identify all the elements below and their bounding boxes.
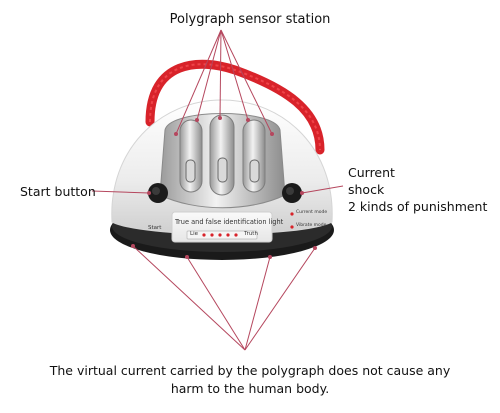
label-current-line1: Current bbox=[348, 165, 395, 180]
label-safety-note: The virtual current carried by the polyg… bbox=[49, 363, 451, 396]
led-3 bbox=[218, 233, 222, 237]
label-start-button: Start button bbox=[20, 184, 96, 199]
callout-lines-top bbox=[175, 29, 273, 135]
led-2 bbox=[210, 233, 214, 237]
led-4 bbox=[226, 233, 230, 237]
callout-start bbox=[91, 190, 150, 194]
callout-current bbox=[301, 185, 344, 194]
panel-mode-current: Current mode bbox=[296, 210, 328, 215]
panel-truth: Truth bbox=[244, 231, 258, 237]
label-current-line2: shock bbox=[348, 182, 385, 197]
label-sensor-station: Polygraph sensor station bbox=[169, 12, 331, 27]
panel-lie: Lie bbox=[190, 231, 198, 237]
panel-mode-vibrate: Vibrate mode bbox=[296, 223, 327, 228]
label-current-shock: Current shock 2 kinds of punishment bbox=[348, 164, 487, 215]
label-current-line3: 2 kinds of punishment bbox=[348, 199, 488, 214]
panel-start: Start bbox=[148, 225, 162, 231]
callout-lines-bottom bbox=[132, 245, 316, 351]
led-1 bbox=[202, 233, 206, 237]
panel-title: True and false identification light bbox=[175, 218, 284, 226]
led-5 bbox=[234, 233, 238, 237]
